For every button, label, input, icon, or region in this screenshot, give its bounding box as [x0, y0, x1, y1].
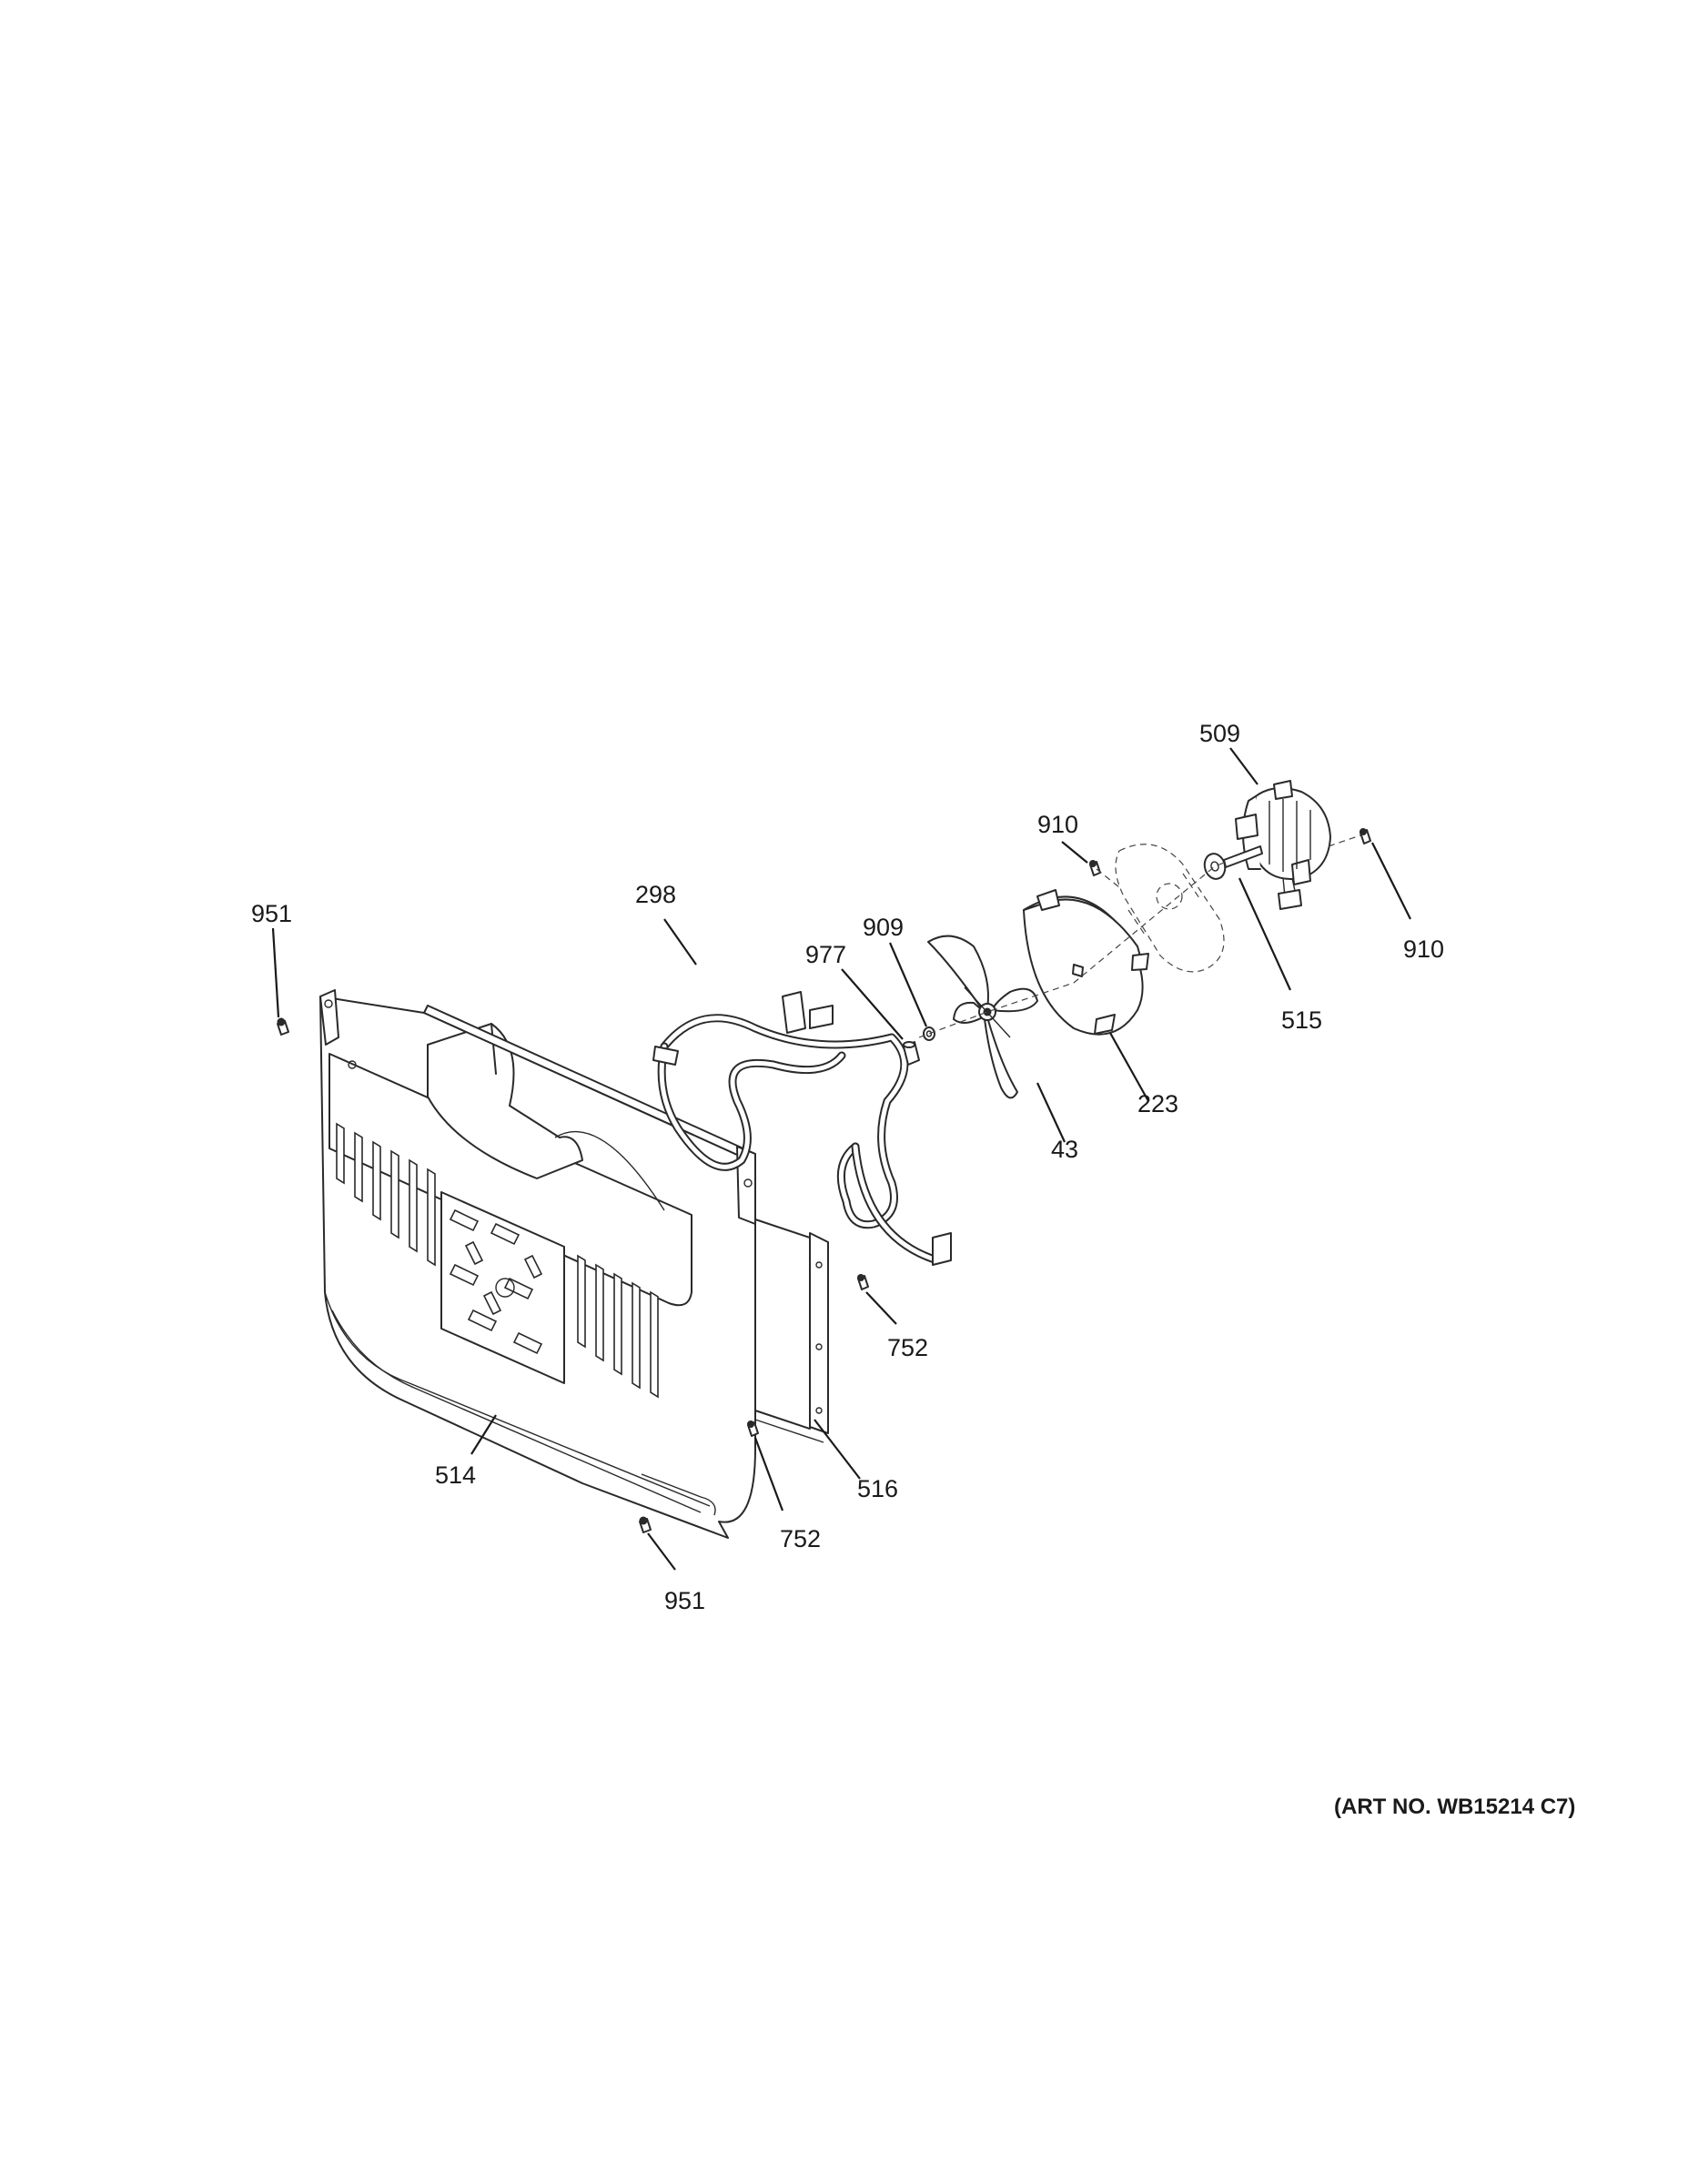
callout-515: 515 [1281, 1006, 1322, 1034]
screw-910-upper[interactable] [1089, 860, 1101, 876]
callout-514: 514 [435, 1461, 476, 1489]
fan-blade-part[interactable] [927, 935, 1038, 1099]
assembly-centerlines [918, 834, 1361, 1038]
screw-951-bottom[interactable] [639, 1516, 652, 1533]
convection-fan-motor-part[interactable] [1223, 780, 1331, 910]
callout-labels: 509 910 910 951 298 909 977 515 223 43 7… [251, 720, 1444, 1614]
callout-516: 516 [857, 1475, 898, 1502]
callout-910-right: 910 [1403, 935, 1444, 963]
fan-shield-part[interactable] [1023, 889, 1149, 1036]
callout-223: 223 [1137, 1090, 1178, 1117]
spacer-part[interactable] [903, 1041, 920, 1066]
callout-509: 509 [1199, 720, 1240, 747]
motor-mount-plate-dashed [1115, 844, 1225, 973]
screw-951-top[interactable] [277, 1017, 289, 1036]
callout-951-bottom: 951 [664, 1587, 705, 1614]
callout-909: 909 [863, 914, 904, 941]
callout-752-upper: 752 [887, 1334, 928, 1361]
convection-heating-element-part[interactable] [652, 991, 952, 1266]
nut-part[interactable] [923, 1026, 935, 1041]
callout-977: 977 [805, 941, 846, 968]
panel-vent-slots-right [577, 1254, 659, 1399]
callout-752-lower: 752 [780, 1525, 821, 1552]
screw-910-right[interactable] [1359, 828, 1371, 844]
panel-vent-slots-left [336, 1122, 436, 1267]
callout-298: 298 [635, 881, 676, 908]
rear-panel-part[interactable] [319, 989, 756, 1539]
panel-center-grille [440, 1191, 565, 1384]
callout-43: 43 [1051, 1136, 1078, 1163]
callout-910-upper: 910 [1037, 811, 1078, 838]
screw-752-lower[interactable] [747, 1421, 759, 1437]
washer-part[interactable] [1202, 852, 1228, 882]
screw-752-upper[interactable] [857, 1274, 869, 1290]
art-number: (ART NO. WB15214 C7) [1334, 1795, 1575, 1819]
callout-leaders [271, 747, 1411, 1571]
callout-951-top: 951 [251, 900, 292, 927]
